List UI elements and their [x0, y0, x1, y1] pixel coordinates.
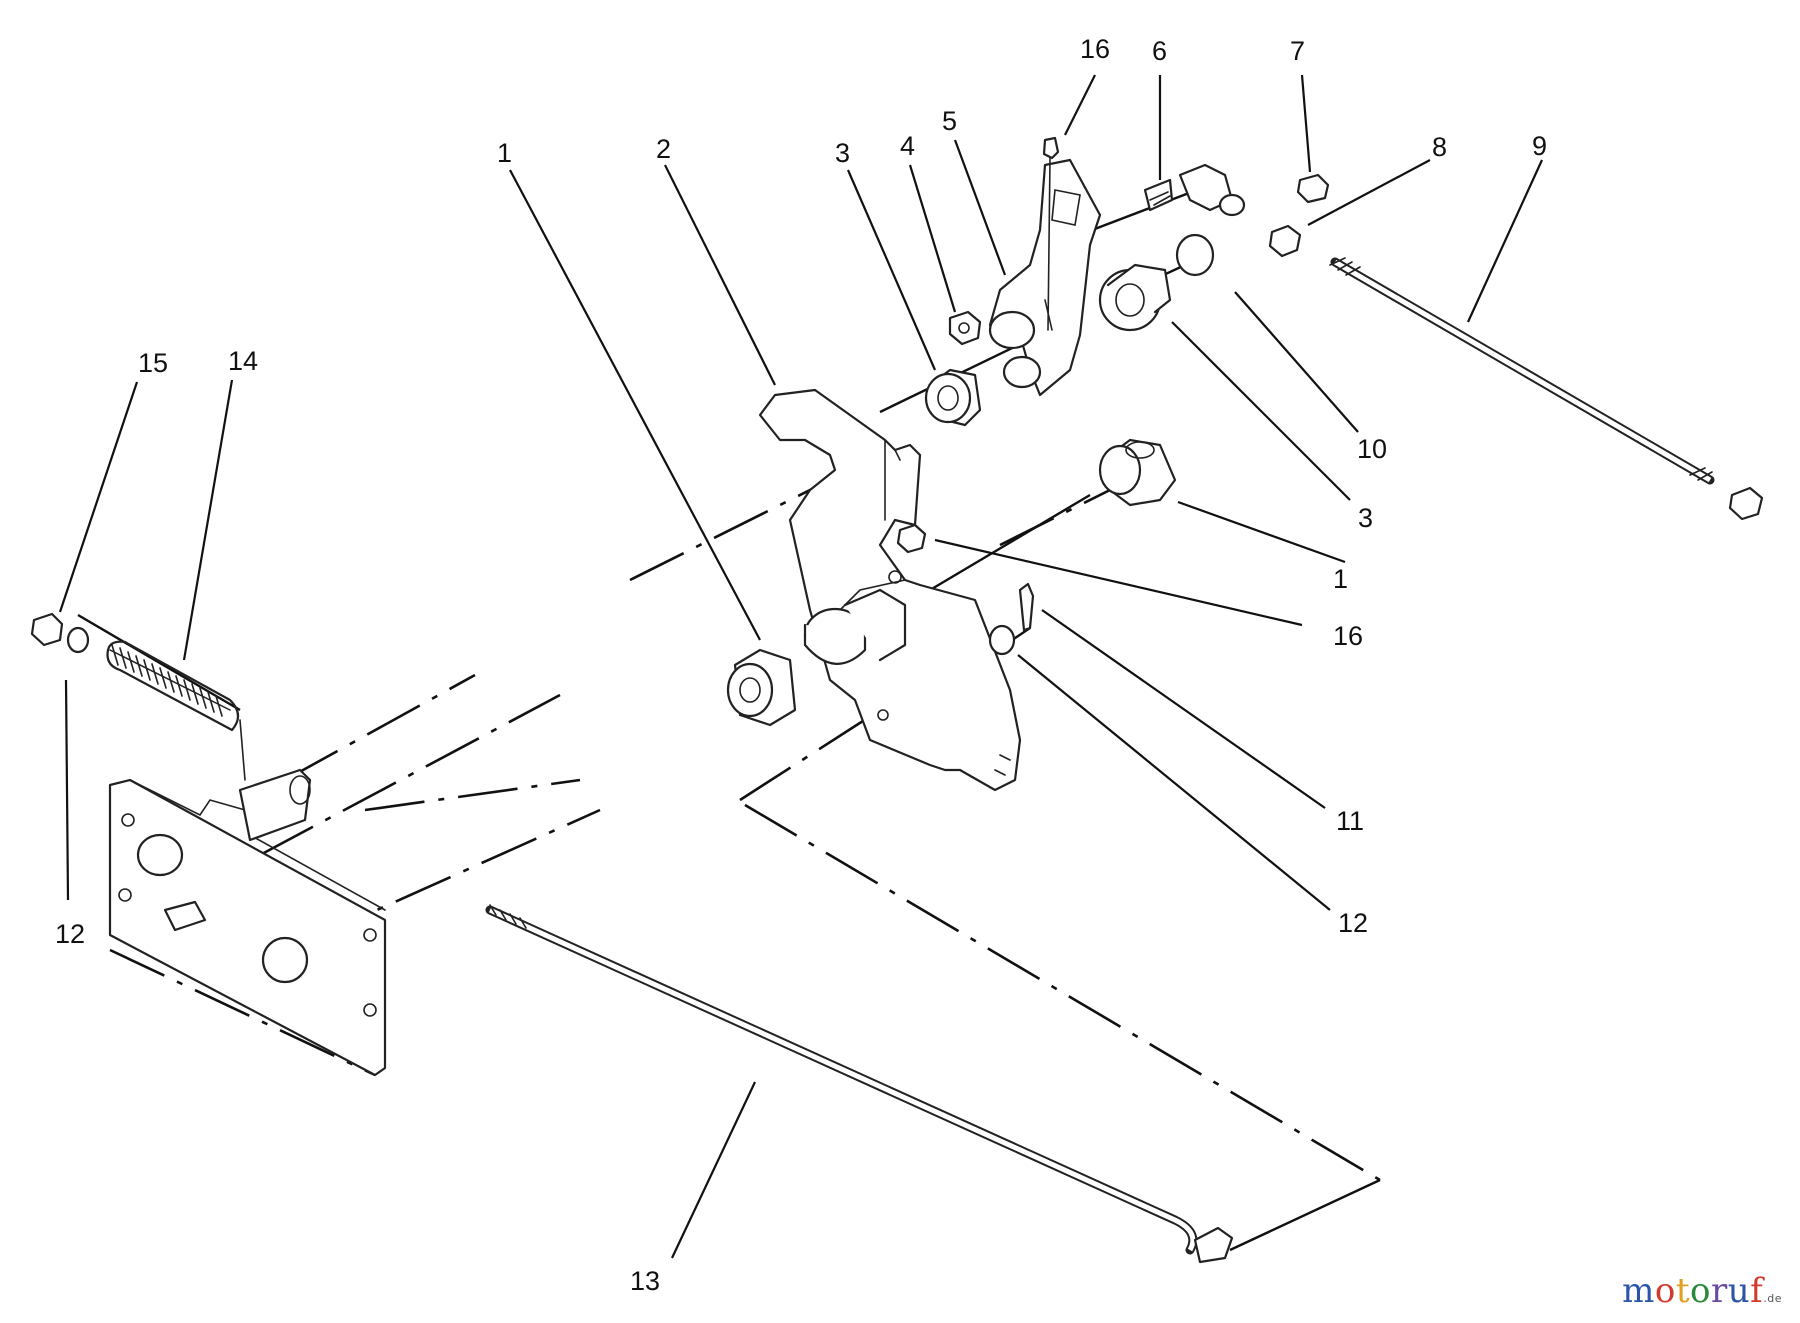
- watermark-letter: f: [1750, 1271, 1764, 1311]
- callout-9: 9: [1532, 131, 1547, 161]
- callout-3-right: 3: [1358, 503, 1373, 533]
- callout-6: 6: [1152, 36, 1167, 66]
- nut-part-16-lower: [896, 523, 927, 554]
- bushing-part-3-upper-right: [1098, 263, 1172, 332]
- grease-fitting-part-16-upper: [1042, 136, 1060, 331]
- callout-16-mid: 16: [1333, 621, 1363, 651]
- bushing-part-1-right: [1098, 438, 1177, 507]
- callout-14: 14: [228, 346, 258, 376]
- bolt-part-6: [1143, 178, 1174, 212]
- mounting-plate: [108, 768, 387, 1077]
- assembly-axes: [77, 183, 1381, 1252]
- nut-part-8: [1268, 224, 1302, 258]
- callout-labels: 1 2 3 4 5 16 6 7 8 9 10 3 1 16 11 12 15 …: [55, 34, 1547, 1296]
- watermark-letter: o: [1690, 1271, 1711, 1311]
- washer-part-10: [1175, 233, 1215, 277]
- washer-part-12-left: [66, 626, 90, 654]
- callout-10: 10: [1357, 434, 1387, 464]
- rod-part-9: [1329, 257, 1764, 521]
- watermark-letter: r: [1710, 1271, 1728, 1311]
- washer-part-12-right: [988, 624, 1016, 656]
- callout-4: 4: [900, 131, 915, 161]
- nut-part-15: [30, 612, 64, 647]
- callout-5: 5: [942, 106, 957, 136]
- spring-part-14: [106, 640, 246, 781]
- callout-2: 2: [656, 134, 671, 164]
- pivot-swivel: [1178, 163, 1246, 217]
- rod-part-13: [485, 904, 1234, 1264]
- bushing-part-3-left: [924, 368, 982, 427]
- callout-1-right: 1: [1333, 564, 1348, 594]
- bolt-part-7: [1296, 173, 1330, 204]
- callout-15: 15: [138, 348, 168, 378]
- watermark-logo: motoruf: [1622, 1271, 1763, 1311]
- watermark-letter: u: [1727, 1271, 1751, 1311]
- pin-part-11: [1018, 582, 1035, 632]
- callout-13: 13: [630, 1266, 660, 1296]
- watermark-letter: t: [1675, 1271, 1690, 1311]
- callout-12-left: 12: [55, 919, 85, 949]
- watermark-suffix: .de: [1763, 1292, 1782, 1305]
- callout-3-left: 3: [835, 138, 850, 168]
- callout-1-left: 1: [497, 138, 512, 168]
- watermark-letter: m: [1622, 1271, 1655, 1311]
- lever-part-2: [758, 388, 1022, 792]
- watermark-letter: o: [1654, 1271, 1676, 1311]
- pivot-bracket-part-5: [988, 158, 1102, 397]
- callout-7: 7: [1290, 36, 1305, 66]
- callout-16-top: 16: [1080, 34, 1110, 64]
- bushing-part-1-left: [726, 648, 797, 727]
- motoruf-watermark: motoruf.de: [1622, 1271, 1782, 1311]
- callout-8: 8: [1432, 132, 1447, 162]
- callout-11: 11: [1336, 806, 1364, 836]
- leader-lines: [58, 74, 1544, 1259]
- callout-12-right: 12: [1338, 908, 1368, 938]
- nut-part-4: [948, 310, 982, 346]
